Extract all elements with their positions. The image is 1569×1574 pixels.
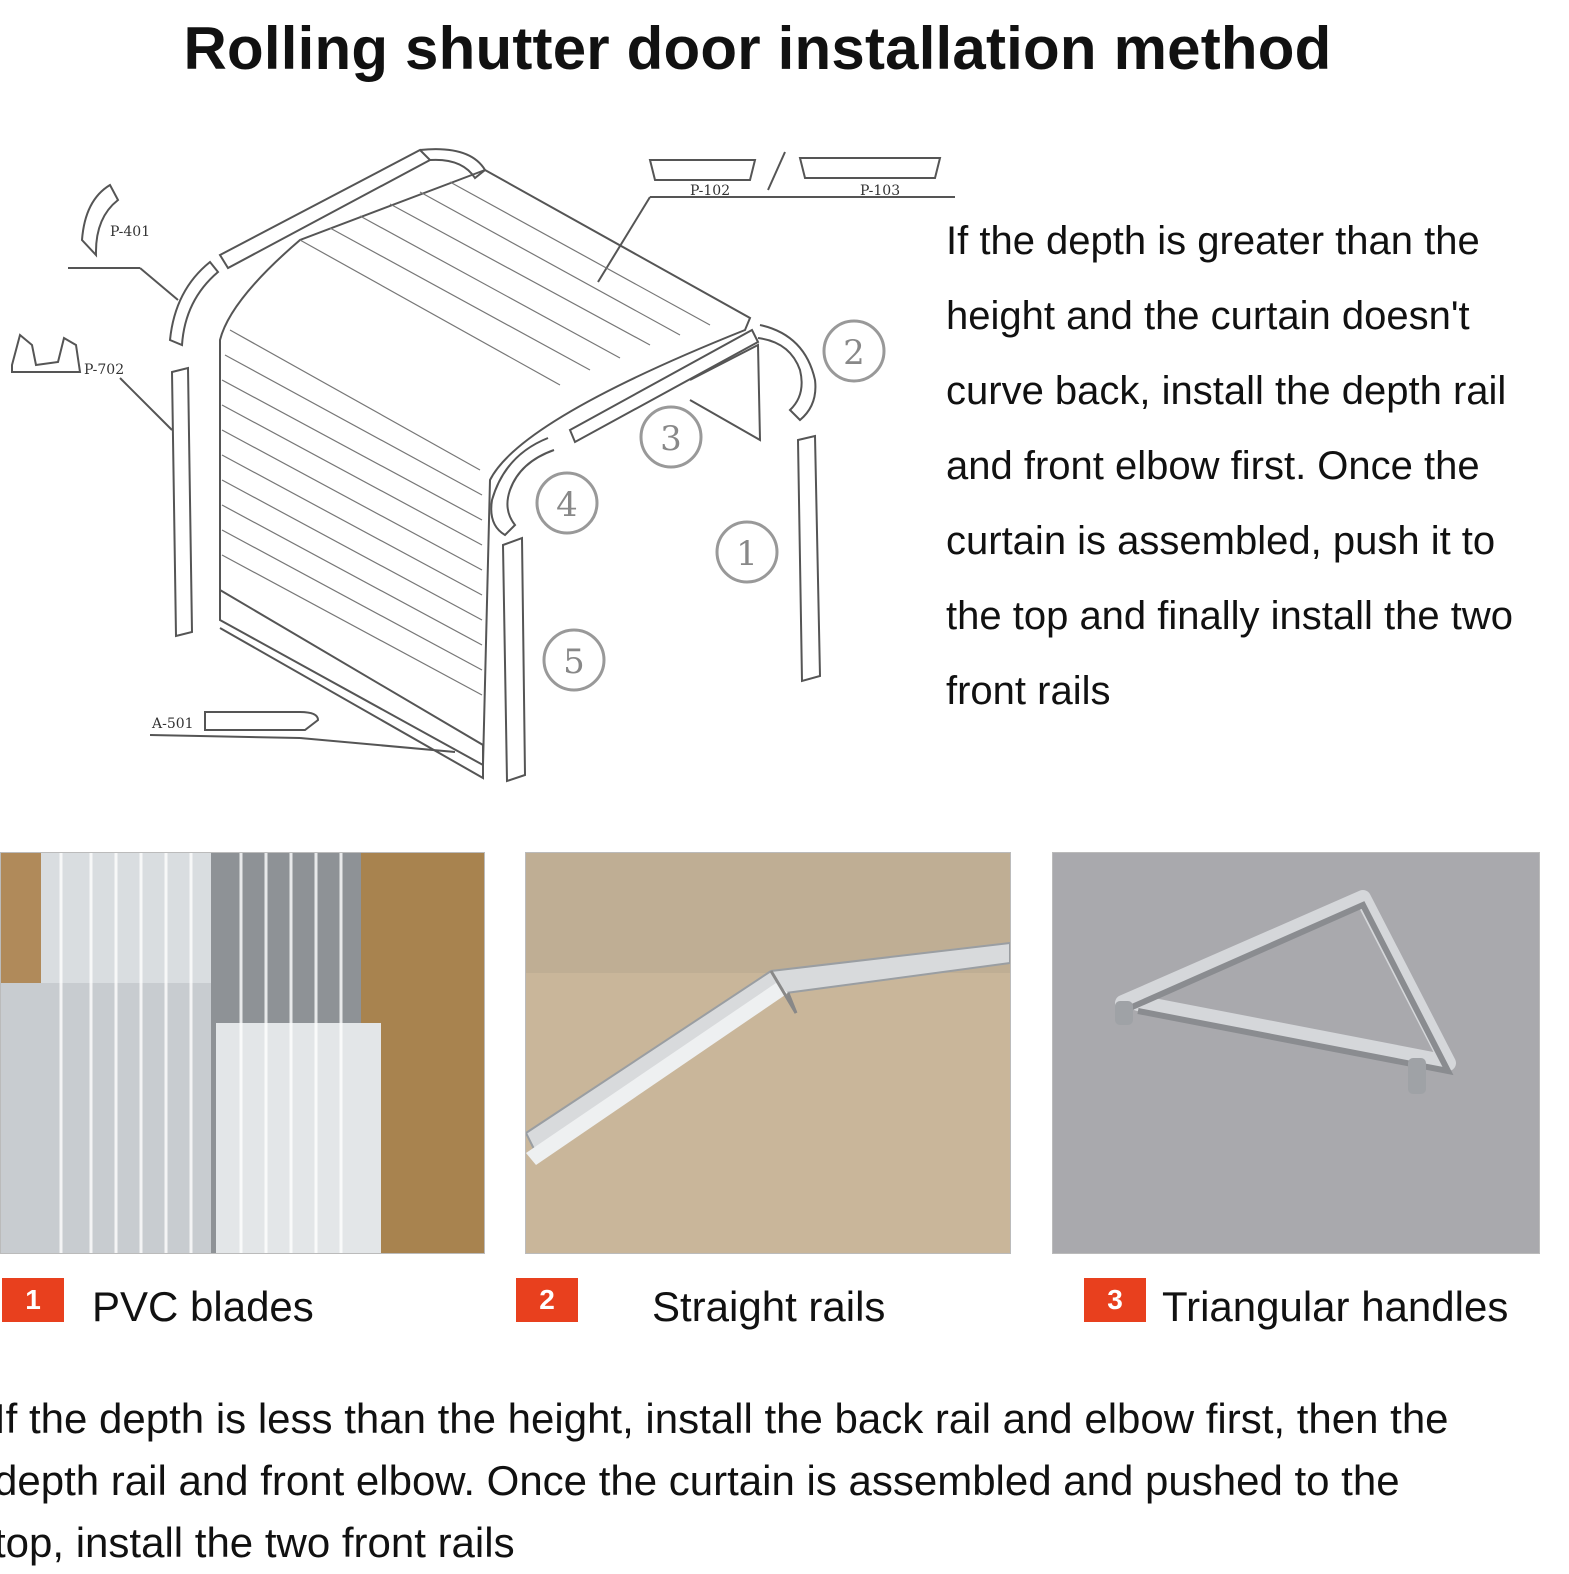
item-3-badge: 3 (1084, 1278, 1146, 1322)
item-1-badge: 1 (2, 1278, 64, 1322)
depth-less-instructions: If the depth is less than the height, in… (0, 1388, 1569, 1574)
step-number-5: 5 (563, 642, 585, 682)
instruction-line: top, install the two front rails (0, 1519, 515, 1566)
step-number-4: 4 (556, 485, 578, 525)
step-number-2: 2 (843, 333, 865, 373)
item-1-label: PVC blades (92, 1283, 314, 1330)
page-title: Rolling shutter door installation method (183, 15, 1332, 82)
instruction-line: If the depth is less than the height, in… (0, 1395, 1449, 1442)
depth-greater-instructions: If the depth is greater than the height … (946, 219, 1514, 713)
label-p102: P-102 (690, 183, 730, 199)
label-a501: A-501 (151, 716, 194, 732)
label-p103: P-103 (860, 183, 900, 199)
item-3-label: Triangular handles (1162, 1283, 1509, 1330)
pvc-blades-photo (0, 852, 485, 1254)
label-p702: P-702 (84, 362, 124, 378)
label-p401: P-401 (110, 224, 150, 240)
instruction-line: depth rail and front elbow. Once the cur… (0, 1457, 1400, 1504)
installation-diagram: P-401 P-702 P-102 P-103 A-501 1 2 3 4 5 (11, 148, 955, 783)
item-2-badge: 2 (516, 1278, 578, 1322)
item-2-label: Straight rails (652, 1283, 886, 1330)
step-number-3: 3 (660, 419, 682, 459)
straight-rails-photo (525, 852, 1011, 1254)
triangular-handles-photo (1052, 852, 1540, 1254)
step-number-1: 1 (736, 534, 758, 574)
